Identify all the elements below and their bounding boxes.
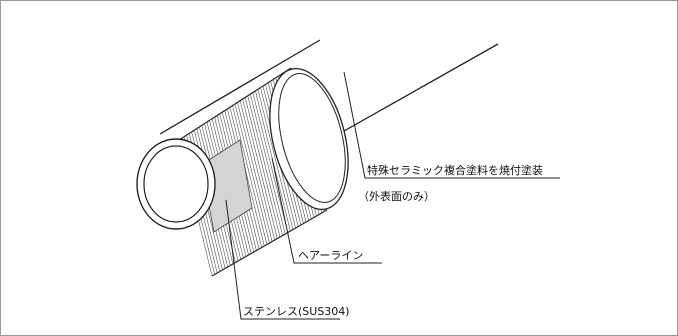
hairline-stripe [244,97,281,238]
hairline-stripe [250,94,286,235]
label-coating-note: （外表面のみ） [358,189,435,203]
label-stainless: ステンレス(SUS304) [243,305,350,318]
hairline-stripe [257,89,294,230]
leader-coating [343,71,560,179]
band-end-ring-outer [269,67,349,211]
hairline-stripe [247,95,283,236]
leader-hairline [271,157,382,264]
hairline-stripe [229,107,265,247]
leader-stainless [225,199,340,320]
pipe-opening-inner [143,145,209,223]
label-coating: 特殊セラミック複合塗料を焼付塗装 [367,163,543,177]
hairline-stripe [252,92,289,233]
hairline-stripe [237,102,273,242]
hairline-stripe [242,99,278,239]
hairline-stripe [232,105,268,245]
hairline-stripe [234,103,270,244]
hairline-stripe [239,100,275,241]
band-end-ring-inner [278,73,346,203]
tube-top-edge [159,39,321,135]
label-hairline: ヘアーライン [298,249,363,262]
stainless-patch [200,139,253,233]
